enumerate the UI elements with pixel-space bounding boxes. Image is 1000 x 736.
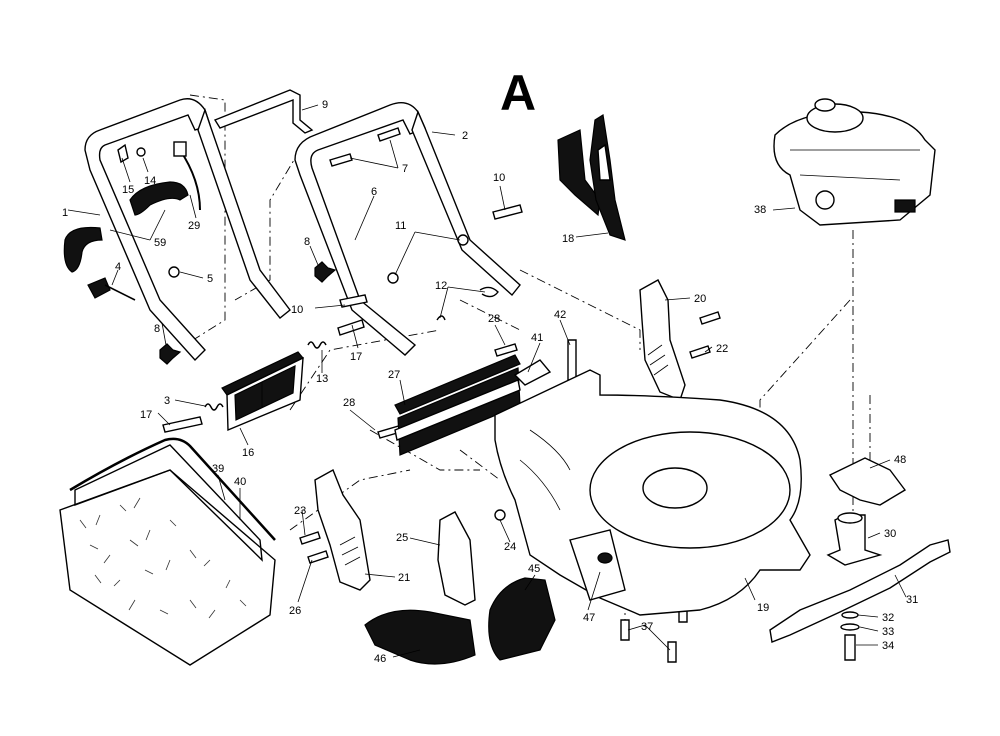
callout-9: 9 (322, 99, 328, 111)
callout-2: 2 (462, 130, 468, 142)
callout-31: 31 (906, 594, 918, 606)
mulch-plug (557, 114, 626, 241)
diagram-title: A (500, 65, 536, 121)
callout-17a: 17 (140, 409, 152, 421)
blade-assembly (769, 457, 951, 661)
callout-26: 26 (289, 605, 301, 617)
callout-20: 20 (694, 293, 706, 305)
callout-16: 16 (242, 447, 254, 459)
callout-59: 59 (154, 237, 166, 249)
deflector-41 (513, 359, 552, 386)
wire-clip (479, 286, 499, 298)
callout-34: 34 (882, 640, 894, 652)
hand-grips (63, 181, 189, 273)
callout-1: 1 (62, 207, 68, 219)
callout-10b: 10 (291, 304, 303, 316)
callout-28a: 28 (488, 313, 500, 325)
callout-3: 3 (164, 395, 170, 407)
callout-8a: 8 (304, 236, 310, 248)
height-adjuster-20 (639, 279, 686, 401)
callout-28b: 28 (343, 397, 355, 409)
callout-42: 42 (554, 309, 566, 321)
discharge-chute-46 (364, 609, 476, 665)
fasteners (117, 127, 721, 663)
springs (204, 341, 327, 411)
throttle-control (173, 141, 187, 157)
callout-7: 7 (402, 163, 408, 175)
callout-11: 11 (395, 220, 406, 232)
engine (773, 98, 936, 226)
callout-4: 4 (115, 261, 121, 273)
grass-catcher (59, 437, 276, 666)
rear-skirt (437, 511, 476, 606)
callout-41: 41 (531, 332, 543, 344)
callout-12: 12 (435, 280, 447, 292)
callout-39: 39 (212, 463, 224, 475)
callout-24: 24 (504, 541, 516, 553)
callout-21: 21 (398, 572, 410, 584)
callout-labels: 1 2 3 4 5 6 7 8 8 9 10 10 11 12 13 14 15… (62, 99, 918, 665)
upper-handle-right (294, 102, 521, 356)
rear-flap-27 (394, 354, 521, 456)
leader-lines (67, 104, 907, 658)
callout-33: 33 (882, 626, 894, 638)
callout-22: 22 (716, 343, 728, 355)
callout-30: 30 (884, 528, 896, 540)
callout-10a: 10 (493, 172, 505, 184)
callout-13: 13 (316, 373, 328, 385)
handle-knob (87, 277, 136, 301)
callout-18: 18 (562, 233, 574, 245)
callout-38: 38 (754, 204, 766, 216)
callout-15: 15 (122, 184, 134, 196)
bail-rod (213, 89, 314, 134)
callout-47: 47 (583, 612, 595, 624)
upper-handle-left (84, 98, 291, 362)
callout-48: 48 (894, 454, 906, 466)
callout-19: 19 (757, 602, 769, 614)
callout-32: 32 (882, 612, 894, 624)
callout-8b: 8 (154, 323, 160, 335)
height-adjuster-21 (314, 469, 371, 591)
callout-6: 6 (371, 186, 377, 198)
mower-deck (494, 369, 811, 616)
rear-flap-16 (221, 351, 304, 432)
callout-37: 37 (641, 621, 653, 633)
callout-17b: 17 (350, 351, 362, 363)
throttle-cable (179, 149, 201, 211)
star-knobs (159, 261, 337, 365)
callout-40: 40 (234, 476, 246, 488)
callout-14: 14 (144, 175, 156, 187)
callout-23: 23 (294, 505, 306, 517)
callout-25: 25 (396, 532, 408, 544)
callout-45: 45 (528, 563, 540, 575)
callout-27: 27 (388, 369, 400, 381)
callout-29: 29 (188, 220, 200, 232)
callout-5: 5 (207, 273, 213, 285)
callout-46: 46 (374, 653, 386, 665)
discharge-chute-45 (488, 577, 556, 661)
